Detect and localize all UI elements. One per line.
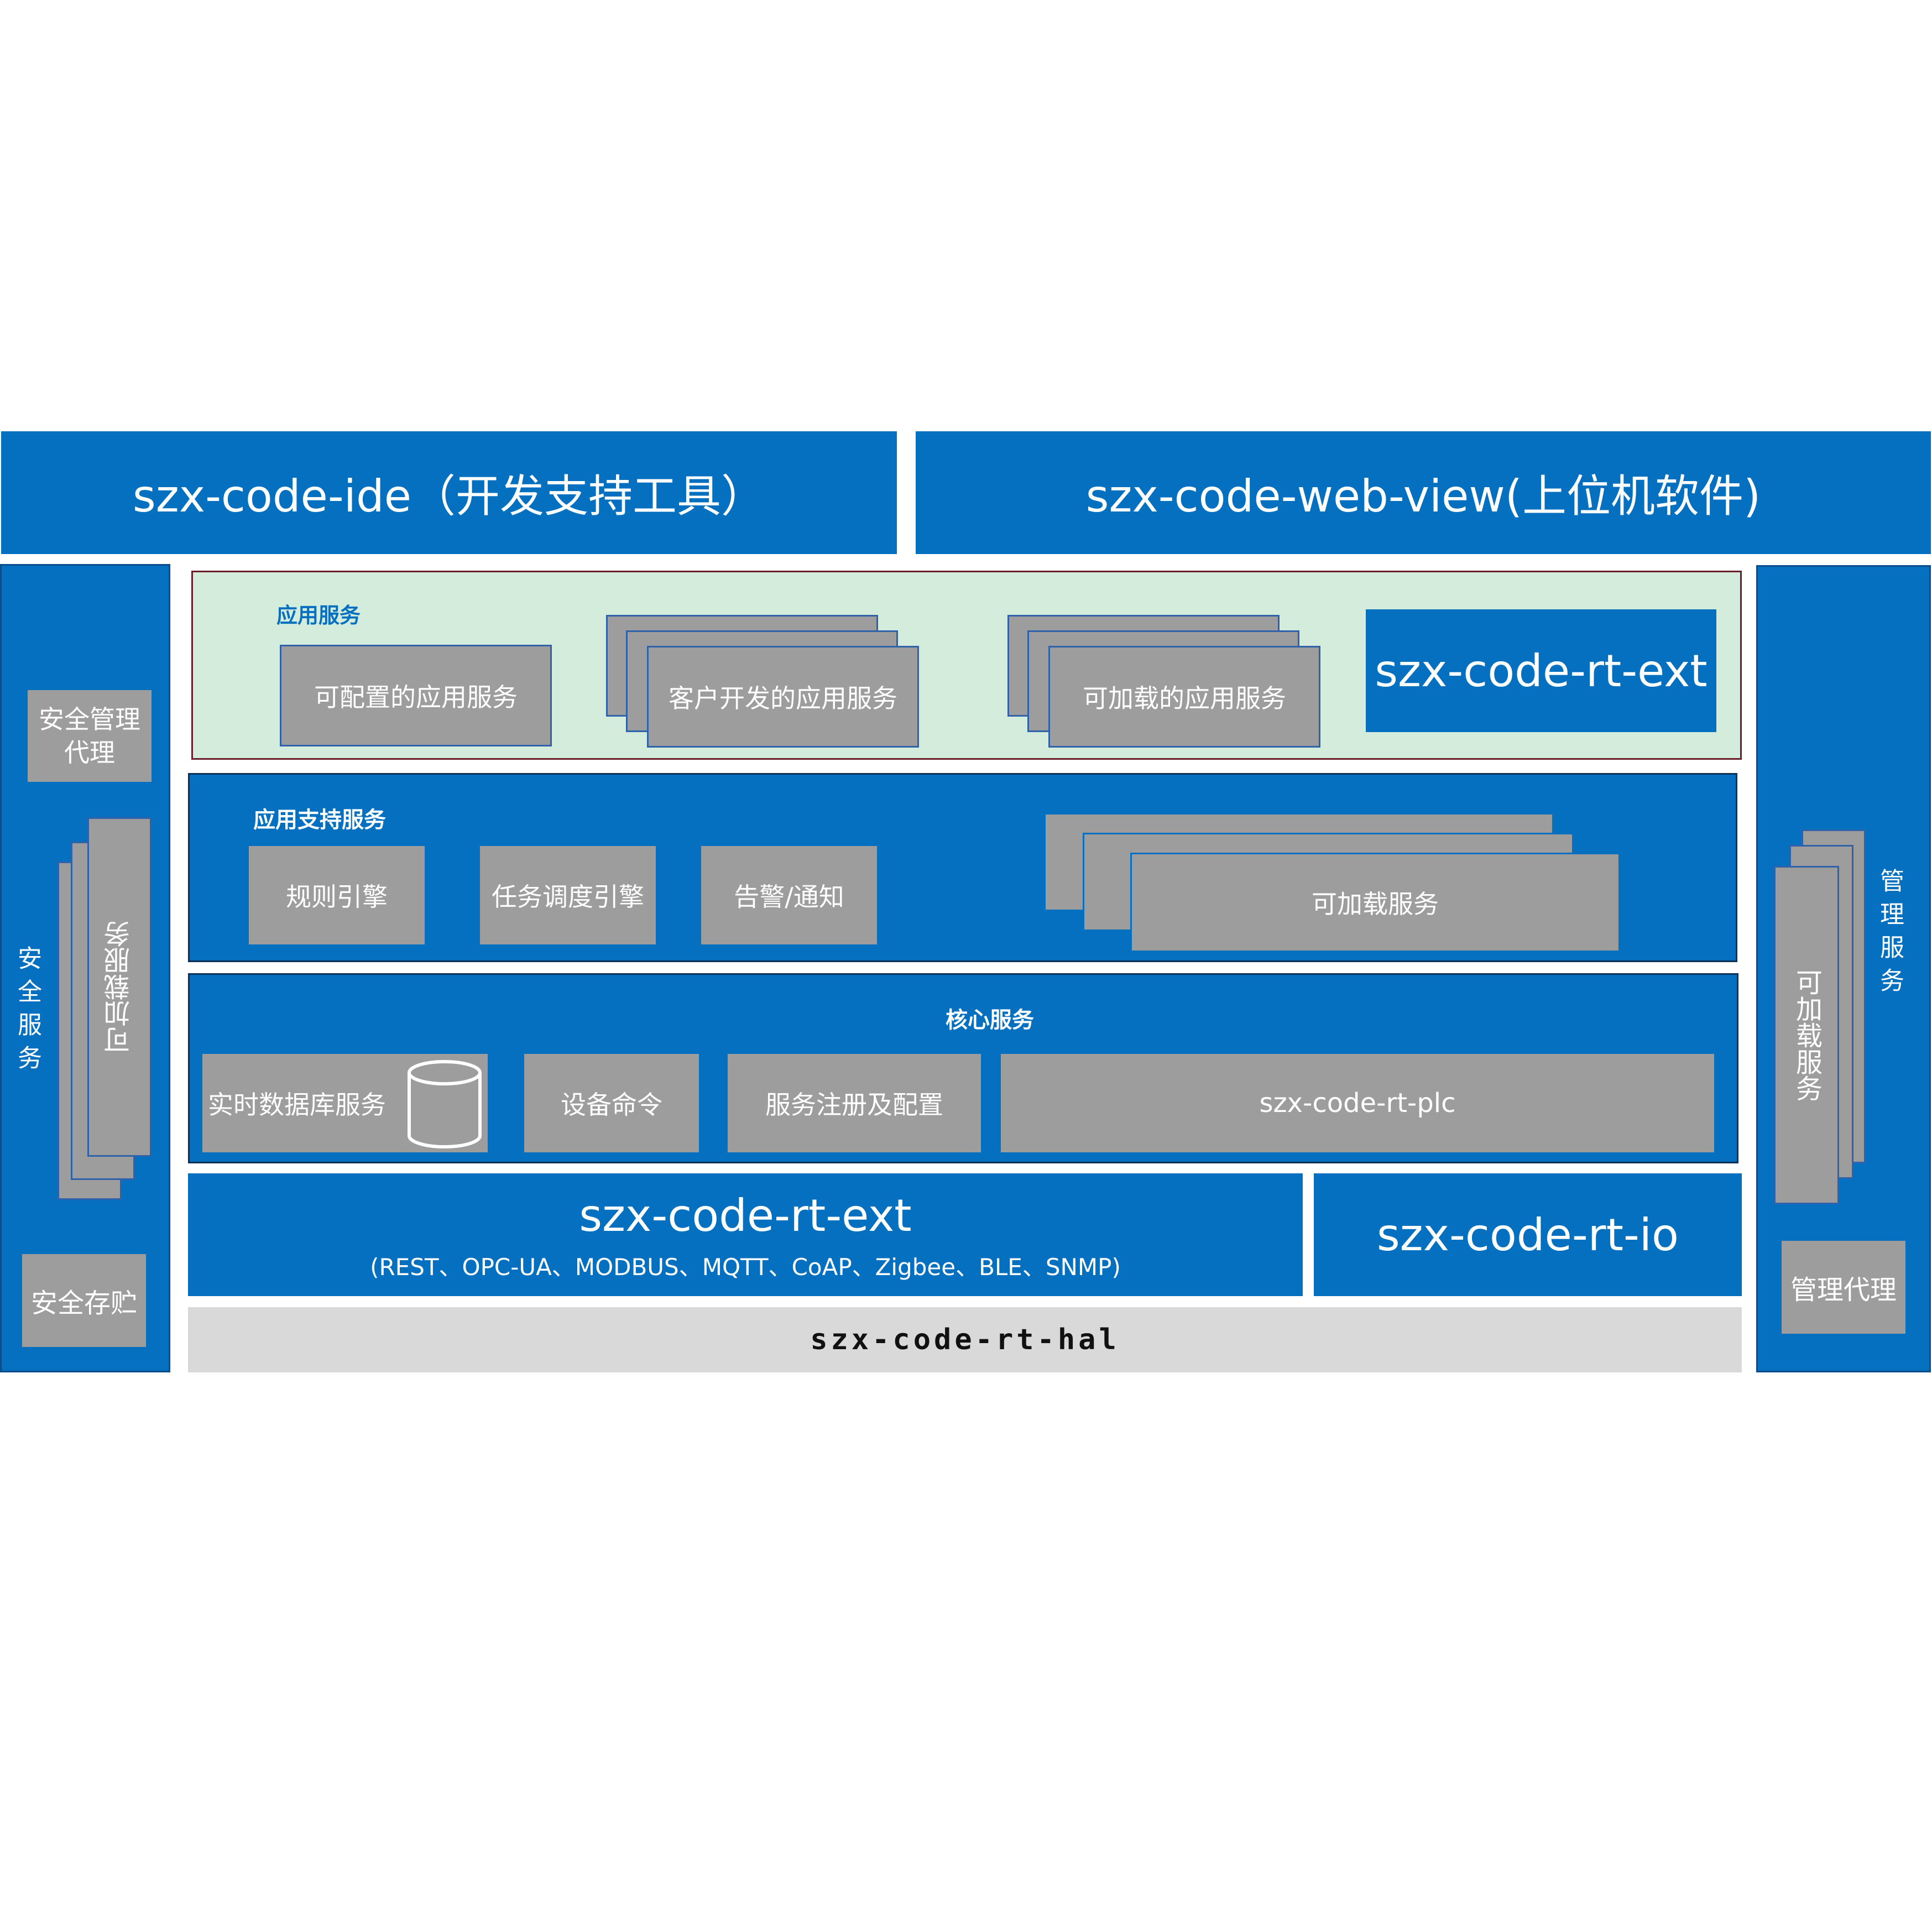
loadable-app-service-label: 可加载的应用服务 (1083, 683, 1286, 713)
rules-engine-box: 规则引擎 (249, 846, 425, 944)
bottom-rt-ext-box: szx-code-rt-ext (REST、OPC-UA、MODBUS、MQTT… (188, 1173, 1303, 1296)
app-rt-ext-label: szx-code-rt-ext (1375, 645, 1708, 697)
service-registry-box: 服务注册及配置 (728, 1054, 981, 1152)
app-support-title: 应用支持服务 (253, 807, 386, 833)
management-agent-box: 管理代理 (1782, 1241, 1905, 1334)
web-view-banner-label: szx-code-web-view(上位机软件) (1085, 471, 1761, 522)
customer-app-service-label: 客户开发的应用服务 (669, 683, 897, 713)
app-services-title: 应用服务 (276, 603, 361, 628)
rt-plc-label: szx-code-rt-plc (1259, 1088, 1456, 1119)
rt-plc-box: szx-code-rt-plc (1001, 1054, 1714, 1152)
device-command-label: 设备命令 (561, 1090, 662, 1120)
right-loadable-services-label: 可加载服务 (1791, 969, 1822, 1101)
realtime-db-box: 实时数据库服务 (202, 1054, 488, 1152)
left-loadable-services-box: 可加载服务 (87, 817, 152, 1157)
security-mgmt-agent-box: 安全管理代理 (28, 690, 152, 782)
rules-engine-label: 规则引擎 (286, 882, 388, 912)
secure-storage-box: 安全存贮 (22, 1254, 146, 1347)
service-registry-label: 服务注册及配置 (765, 1090, 943, 1120)
ide-banner: szx-code-ide（开发支持工具） (1, 431, 897, 554)
management-agent-label: 管理代理 (1790, 1275, 1897, 1306)
core-services-title: 核心服务 (946, 1007, 1034, 1033)
configurable-app-service-box: 可配置的应用服务 (280, 645, 552, 746)
ide-banner-label: szx-code-ide（开发支持工具） (133, 471, 765, 522)
support-loadable-services-label: 可加载服务 (1312, 889, 1439, 919)
bottom-rt-ext-title: szx-code-rt-ext (579, 1190, 912, 1241)
security-services-label-box: 安全服务 (8, 940, 46, 1084)
app-rt-ext-box: szx-code-rt-ext (1366, 609, 1716, 732)
rt-hal-bar: szx-code-rt-hal (188, 1307, 1742, 1372)
left-loadable-services-label: 可加载服务 (104, 921, 135, 1053)
device-command-box: 设备命令 (524, 1054, 699, 1152)
realtime-db-label: 实时数据库服务 (208, 1090, 386, 1120)
secure-storage-label: 安全存贮 (30, 1288, 137, 1319)
alert-notify-label: 告警/通知 (734, 882, 844, 912)
management-services-label: 管理服务 (1876, 868, 1904, 1001)
management-services-label-box: 管理服务 (1870, 863, 1909, 1006)
rt-io-box: szx-code-rt-io (1314, 1173, 1742, 1296)
support-loadable-services-box: 可加载服务 (1130, 853, 1620, 952)
bottom-rt-ext-protocols: (REST、OPC-UA、MODBUS、MQTT、CoAP、Zigbee、BLE… (370, 1254, 1121, 1281)
task-scheduler-label: 任务调度引擎 (492, 882, 644, 912)
web-view-banner: szx-code-web-view(上位机软件) (916, 431, 1931, 554)
loadable-app-service-box: 可加载的应用服务 (1048, 646, 1320, 748)
security-services-label: 安全服务 (13, 946, 41, 1078)
right-loadable-services-box: 可加载服务 (1774, 866, 1839, 1204)
configurable-app-service-label: 可配置的应用服务 (314, 682, 518, 712)
task-scheduler-box: 任务调度引擎 (480, 846, 656, 944)
rt-io-label: szx-code-rt-io (1377, 1209, 1679, 1261)
security-mgmt-agent-label: 安全管理代理 (39, 704, 140, 767)
alert-notify-box: 告警/通知 (701, 846, 877, 944)
rt-hal-label: szx-code-rt-hal (810, 1323, 1120, 1356)
database-icon (408, 1060, 482, 1148)
customer-app-service-box: 客户开发的应用服务 (647, 646, 919, 748)
